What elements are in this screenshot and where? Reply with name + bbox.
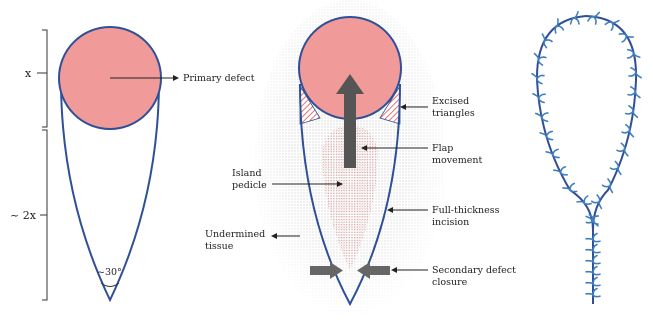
suture-stitch (554, 165, 569, 179)
left-panel: x ~ 2x ~30° Primary defect (10, 27, 255, 300)
flap-label-1: Flap (432, 143, 453, 154)
suture-stitch (538, 34, 553, 48)
full-thickness-label-2: incision (432, 217, 469, 228)
middle-panel: Excised triangles Flap movement Island p… (205, 0, 516, 321)
primary-defect-label: Primary defect (183, 73, 255, 84)
closure-label-2: closure (432, 277, 468, 288)
suture-stitch (618, 29, 634, 44)
sutured-outline (537, 16, 636, 230)
island-label-2: pedicle (232, 180, 267, 191)
undermined-label-1: Undermined (205, 229, 265, 240)
dimension-x-label: x (25, 67, 32, 80)
undermined-label-2: tissue (205, 241, 234, 252)
flap-label-2: movement (432, 155, 482, 166)
island-label-1: Island (232, 168, 262, 179)
suture-stitch (604, 16, 619, 31)
dimension-2x-label: ~ 2x (10, 209, 37, 222)
excised-label-1: Excised (432, 96, 469, 107)
dimension-bracket-2x (40, 130, 47, 300)
excised-label-2: triangles (432, 108, 475, 119)
suture-stitches (532, 11, 641, 302)
full-thickness-label-1: Full-thickness (432, 205, 500, 216)
angle-label: ~30° (97, 267, 122, 278)
suture-stitch (602, 178, 617, 192)
dimension-bracket-x (37, 30, 47, 127)
closure-label-1: Secondary defect (432, 265, 516, 276)
right-panel (532, 11, 641, 304)
